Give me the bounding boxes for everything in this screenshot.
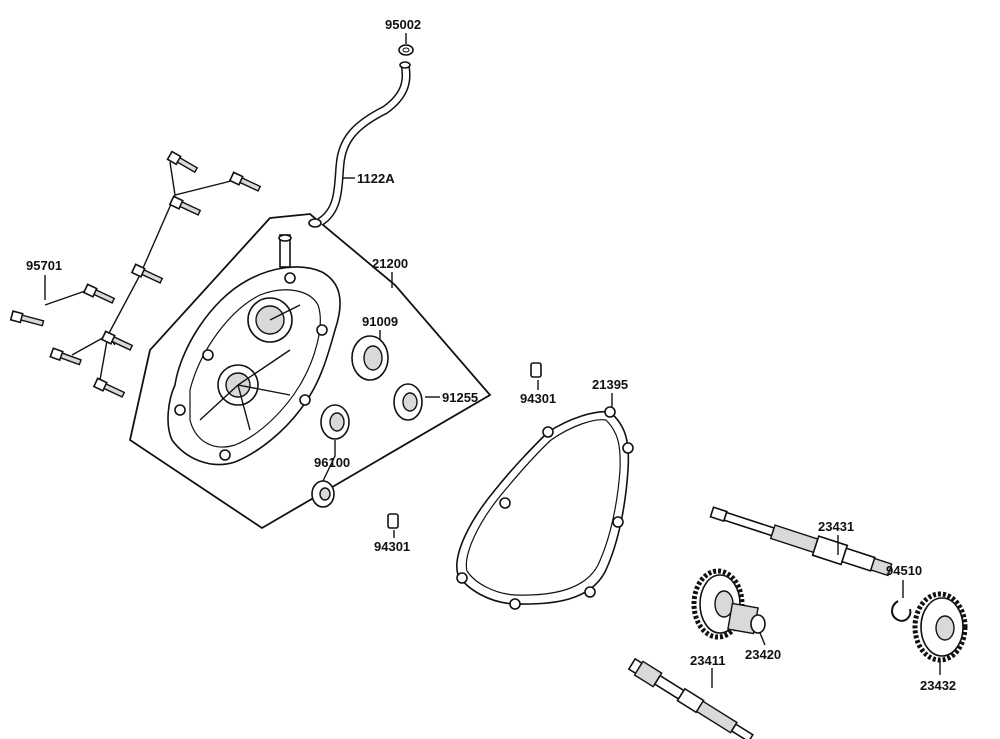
gear-23432 bbox=[912, 591, 968, 663]
label-95002: 95002 bbox=[385, 17, 421, 32]
label-91255: 91255 bbox=[442, 390, 478, 405]
label-23432: 23432 bbox=[920, 678, 956, 693]
drive-shaft-23431 bbox=[709, 506, 893, 577]
label-21200: 21200 bbox=[372, 256, 408, 271]
label-23431: 23431 bbox=[818, 519, 854, 534]
label-96100: 96100 bbox=[314, 455, 350, 470]
label-95701: 95701 bbox=[26, 258, 62, 273]
oil-seal-91255 bbox=[393, 383, 423, 421]
gasket-21395 bbox=[456, 406, 634, 610]
bearing-91009 bbox=[351, 335, 389, 381]
label-94301-lower: 94301 bbox=[374, 539, 410, 554]
label-91009: 91009 bbox=[362, 314, 398, 329]
label-23420: 23420 bbox=[745, 647, 781, 662]
label-1122A: 1122A bbox=[357, 171, 395, 186]
leader-96100 bbox=[322, 440, 336, 482]
dowel-pin-94301-upper bbox=[530, 362, 542, 378]
gear-23420 bbox=[691, 568, 766, 640]
bearing-96100-lower bbox=[311, 480, 335, 508]
label-21395: 21395 bbox=[592, 377, 628, 392]
cover-group-outline bbox=[128, 213, 492, 530]
bearing-96100-upper bbox=[320, 404, 350, 440]
label-23411: 23411 bbox=[690, 653, 725, 668]
transmission-cover-21200 bbox=[167, 234, 341, 466]
breather-hose-1122A bbox=[308, 61, 411, 228]
bolts-95701 bbox=[9, 150, 262, 398]
label-94301-upper: 94301 bbox=[520, 391, 556, 406]
circlip-94510 bbox=[891, 600, 912, 622]
dowel-pin-94301-lower bbox=[387, 513, 399, 529]
hose-clip-95002 bbox=[398, 44, 414, 56]
leader-23420 bbox=[759, 632, 766, 646]
output-shaft-23411 bbox=[627, 657, 754, 739]
label-94510: 94510 bbox=[886, 563, 922, 578]
